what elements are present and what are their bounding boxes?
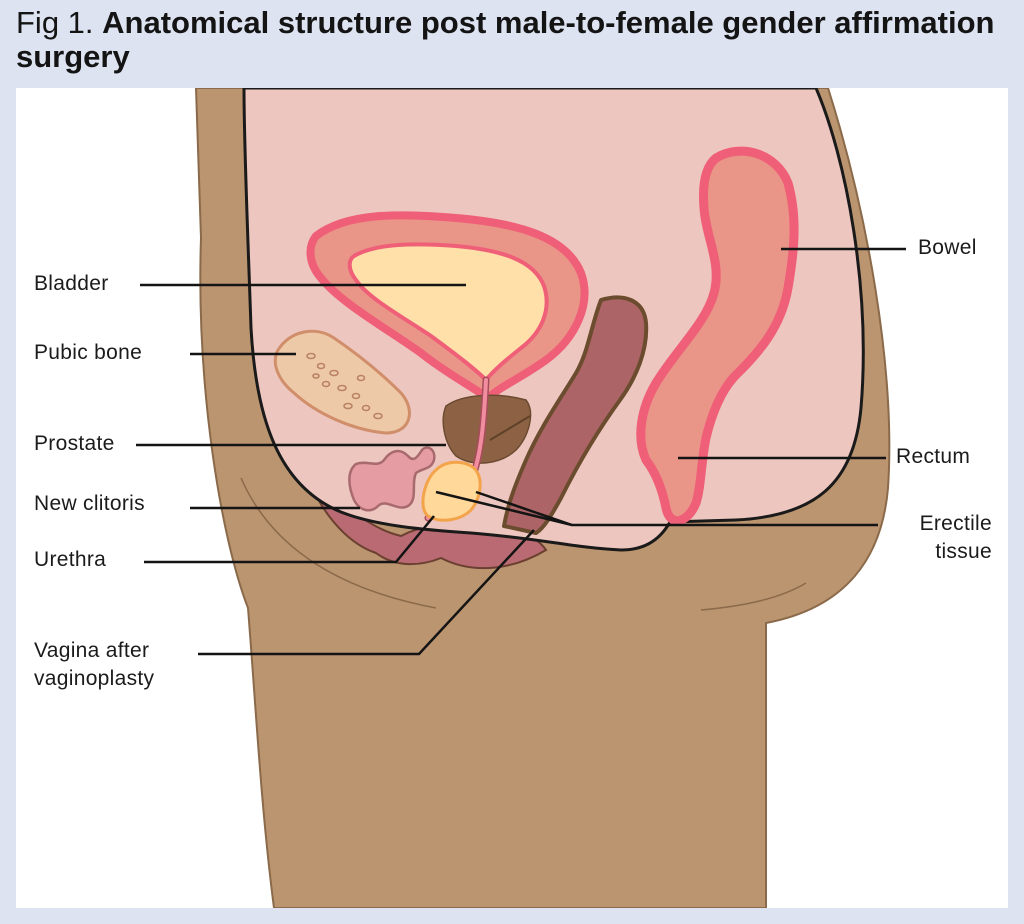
label-urethra: Urethra	[34, 548, 107, 571]
label-new-clitoris: New clitoris	[34, 492, 145, 515]
figure-number: Fig 1.	[16, 5, 94, 40]
label-erectile-tissue: Erectile tissue	[919, 512, 992, 563]
pubic-bone-texture	[306, 352, 383, 420]
label-vagina: Vagina after vaginoplasty	[34, 639, 155, 690]
figure-title: Fig 1. Anatomical structure post male-to…	[16, 6, 1006, 74]
perineum-tissue	[304, 464, 548, 570]
label-rectum: Rectum	[896, 445, 971, 468]
thigh-crease	[240, 477, 437, 609]
hip-crease	[700, 582, 807, 611]
anatomy-diagram	[136, 88, 906, 908]
pubic-bone	[273, 329, 411, 435]
bowel	[636, 146, 799, 525]
leader-vagina	[198, 529, 535, 656]
label-bowel: Bowel	[918, 236, 977, 259]
new-clitoris	[348, 446, 436, 512]
leader-lines	[136, 247, 906, 656]
diagram-panel: Bladder Pubic bone Prostate New clitoris…	[16, 88, 1008, 908]
leader-erectile-tissue-2	[475, 490, 878, 527]
figure-title-text: Anatomical structure post male-to-female…	[16, 5, 995, 74]
prostate-line	[489, 415, 531, 441]
label-prostate: Prostate	[34, 432, 115, 455]
bladder-lumen	[347, 242, 549, 382]
label-bladder: Bladder	[34, 272, 109, 295]
leader-urethra	[144, 515, 435, 564]
label-pubic-bone: Pubic bone	[34, 341, 143, 364]
erectile-tissue	[421, 460, 482, 522]
leader-erectile-tissue-1	[435, 490, 573, 527]
prostate	[442, 394, 532, 464]
